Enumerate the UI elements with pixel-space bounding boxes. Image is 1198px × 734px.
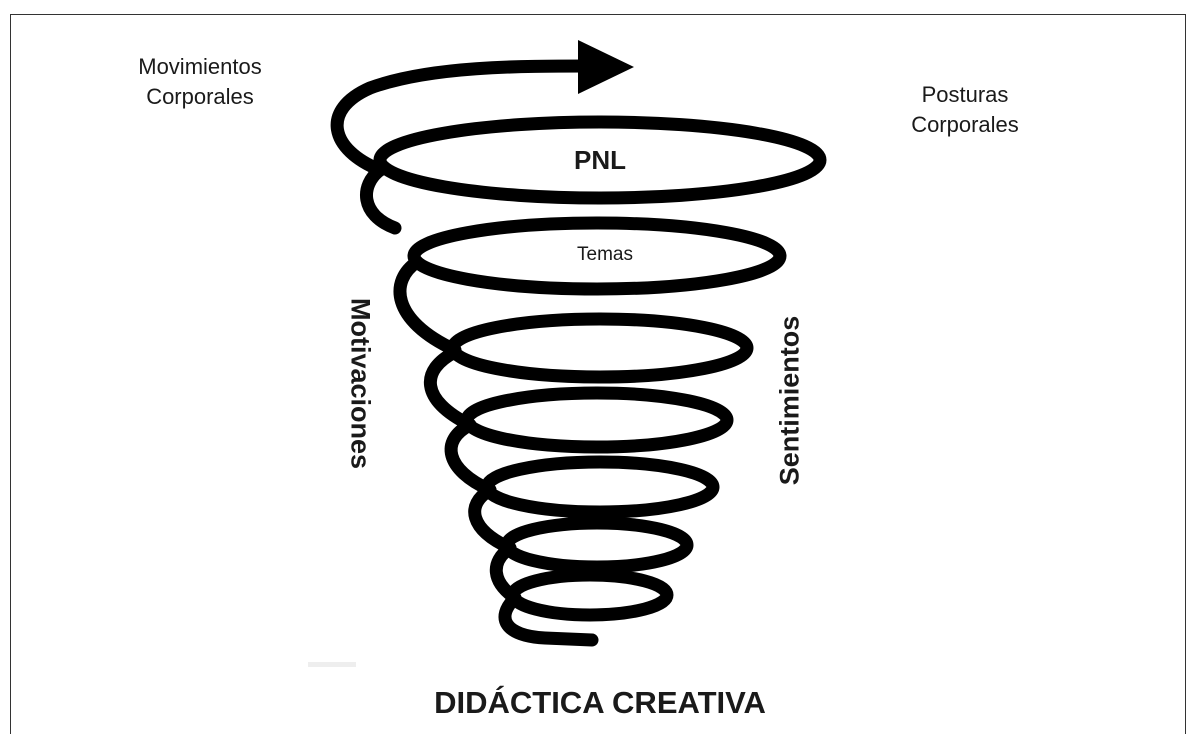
spiral-connector-3 <box>424 345 477 432</box>
smudge <box>308 662 356 667</box>
label-temas: Temas <box>577 244 633 265</box>
spiral-tail <box>498 591 599 647</box>
spiral-ring-4 <box>460 386 734 454</box>
spiral-ring-6 <box>500 516 694 574</box>
diagram-frame <box>10 14 1186 734</box>
label-motivaciones: Motivaciones <box>345 297 376 470</box>
spiral-top-hook <box>330 59 597 177</box>
spiral-connector-5 <box>468 483 517 555</box>
arrow-head-icon <box>578 40 634 94</box>
label-movimientos-corporales: Movimientos Corporales <box>138 54 262 109</box>
label-sentimientos: Sentimientos <box>774 315 805 486</box>
spiral-ring-7 <box>506 568 674 622</box>
spiral-ring-3 <box>446 312 754 384</box>
label-pnl: PNL <box>574 145 626 175</box>
diagram-title: DIDÁCTICA CREATIVA <box>434 685 766 720</box>
spiral-connector-1 <box>360 163 402 235</box>
label-posturas-corporales: Posturas Corporales <box>911 82 1019 137</box>
spiral-connector-6 <box>489 541 522 605</box>
spiral-ring-5 <box>480 455 720 519</box>
spiral-connector-2 <box>393 255 462 357</box>
spiral-ring-1 <box>373 115 827 205</box>
spiral-connector-4 <box>444 418 497 497</box>
spiral-ring-2 <box>407 216 787 296</box>
